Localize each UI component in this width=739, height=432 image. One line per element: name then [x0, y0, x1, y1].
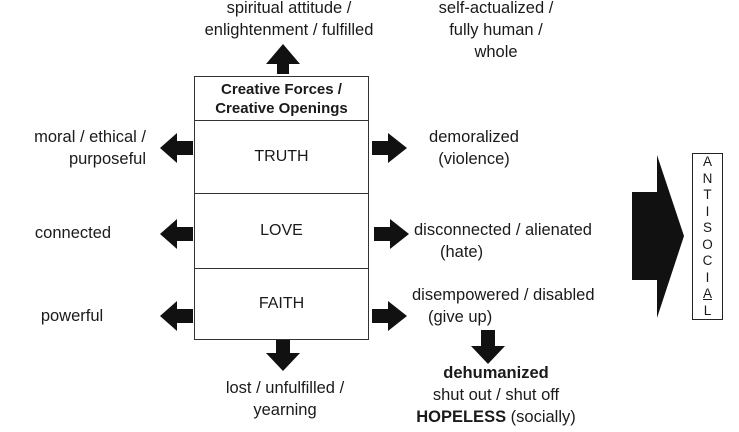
left-arrow-love-icon — [160, 219, 193, 249]
right-arrow-love-icon — [374, 219, 409, 249]
right-label-love: disconnected / alienated (hate) — [414, 221, 592, 261]
right-arrow-faith-icon — [372, 301, 407, 331]
left-label-truth: moral / ethical / purposeful — [34, 128, 146, 168]
left-label-love: connected — [34, 224, 112, 242]
love-box: LOVE — [194, 193, 369, 269]
dehumanized-label: dehumanized shut out / shut off HOPELESS… — [406, 362, 586, 428]
big-right-arrow-icon — [632, 155, 684, 318]
creative-forces-box: Creative Forces / Creative Openings — [194, 76, 369, 121]
top-left-label: spiritual attitude / enlightenment / ful… — [204, 0, 374, 39]
down-arrow-icon — [266, 339, 300, 371]
left-label-faith: powerful — [40, 307, 104, 325]
right-arrow-truth-icon — [372, 133, 407, 163]
up-arrow-icon — [266, 44, 300, 74]
top-right-label: self-actualized / fully human / whole — [438, 0, 554, 61]
down-arrow-dehumanized-icon — [471, 330, 505, 364]
hopeless-line: HOPELESS (socially) — [416, 408, 576, 426]
right-label-faith: disempowered / disabled (give up) — [412, 286, 595, 326]
truth-box: TRUTH — [194, 119, 369, 195]
dehumanized-line2: shut out / shut off — [432, 386, 560, 404]
dehumanized-title: dehumanized — [443, 364, 549, 382]
left-arrow-truth-icon — [160, 133, 193, 163]
antisocial-box: A N T I S O C I A L — [692, 153, 723, 320]
bottom-label: lost / unfulfilled / yearning — [225, 379, 345, 419]
right-label-truth: demoralized (violence) — [429, 128, 519, 168]
faith-box: FAITH — [194, 267, 369, 340]
left-arrow-faith-icon — [160, 301, 193, 331]
